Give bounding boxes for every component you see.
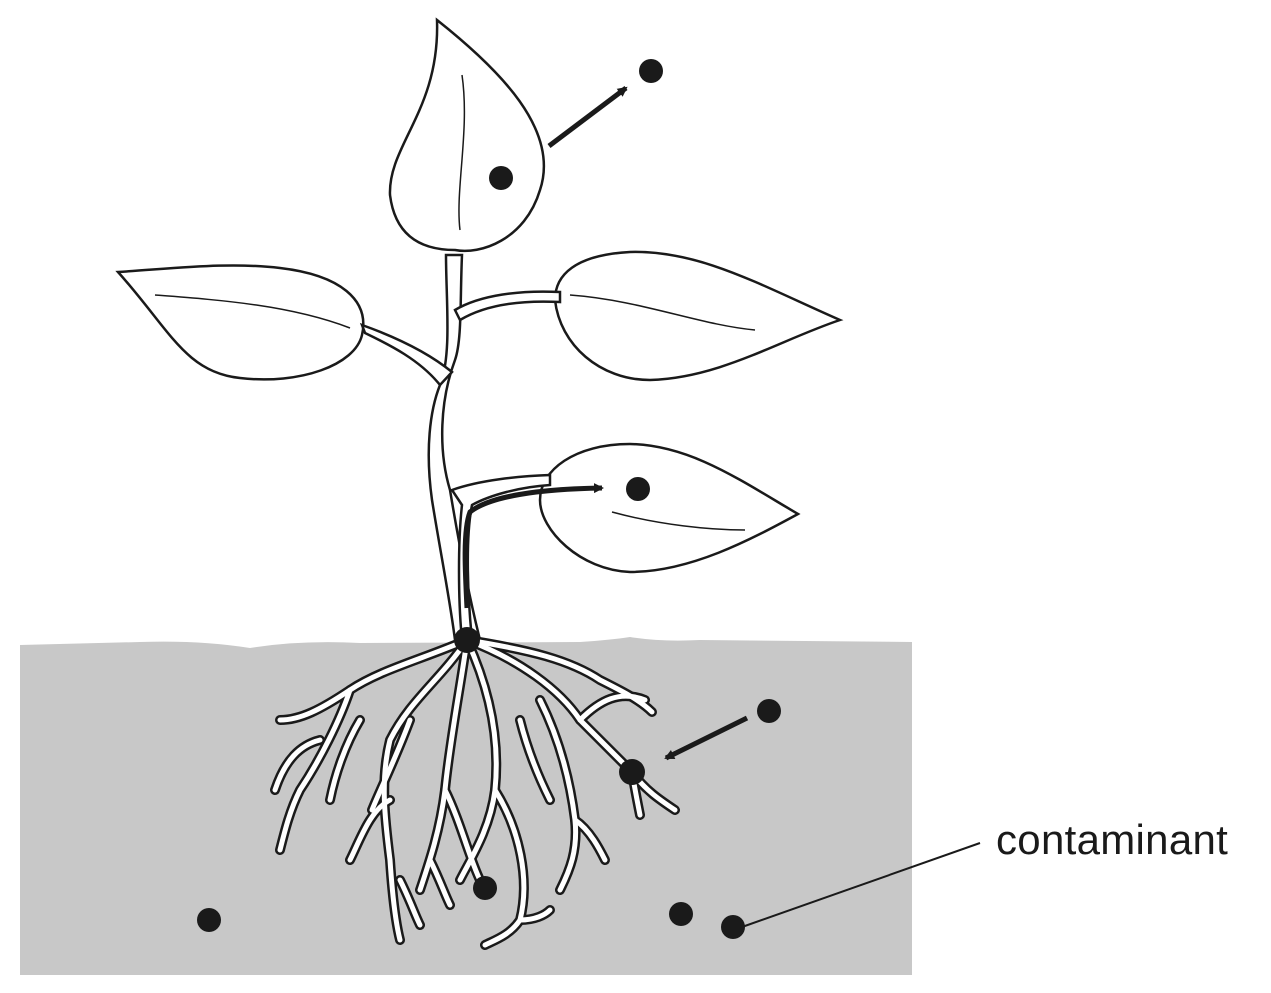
contaminant-dots: [197, 59, 781, 939]
contaminant-dot-icon: [757, 699, 781, 723]
contaminant-dot-icon: [619, 759, 645, 785]
contaminant-dot-icon: [473, 876, 497, 900]
leaf-icon: [388, 17, 546, 253]
contaminant-dot-icon: [454, 627, 480, 653]
arrow-icon: [547, 86, 628, 148]
contaminant-dot-icon: [721, 915, 745, 939]
contaminant-dot-icon: [197, 908, 221, 932]
contaminant-label: contaminant: [996, 816, 1229, 863]
contaminant-dot-icon: [626, 477, 650, 501]
soil: [20, 637, 912, 975]
label-leader-line: [741, 842, 981, 928]
arrow-icon: [462, 483, 604, 609]
leaf-icon: [115, 264, 365, 381]
leaf-icon: [553, 250, 844, 382]
leaf-icon: [538, 442, 801, 574]
contaminant-dot-icon: [669, 902, 693, 926]
contaminant-dot-icon: [639, 59, 663, 83]
stem-icon: [359, 253, 562, 642]
contaminant-dot-icon: [489, 166, 513, 190]
root-icon: [270, 635, 680, 950]
arrow-icon: [664, 715, 749, 761]
